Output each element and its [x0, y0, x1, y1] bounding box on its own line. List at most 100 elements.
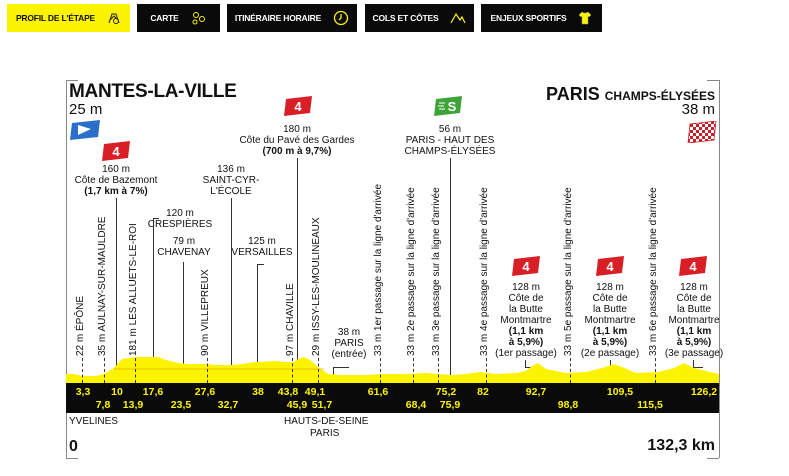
- finish-city-name: PARIS: [546, 84, 600, 104]
- km-marker: 32,7: [217, 399, 239, 411]
- tab-carte[interactable]: CARTE: [137, 4, 220, 32]
- category-4-badge-icon: 4: [512, 256, 540, 276]
- dashed-marker: [655, 358, 656, 383]
- climb-name: Côte de: [676, 293, 712, 304]
- climb-name: la Butte: [593, 304, 627, 315]
- svg-text:4: 4: [112, 144, 120, 159]
- altitude: 38 m: [337, 327, 361, 338]
- clock-icon: [333, 10, 349, 26]
- marker-line: [693, 360, 694, 368]
- tab-itineraire-horaire[interactable]: ITINÉRAIRE HORAIRE: [227, 4, 357, 32]
- sprint-label: 56 m PARIS - HAUT DES CHAMPS-ÉLYSÉES: [405, 124, 496, 157]
- svg-text:4: 4: [294, 99, 302, 114]
- place-name: SAINT-CYR-: [202, 175, 260, 186]
- frame-left: [66, 80, 67, 458]
- finish-city: PARIS CHAMPS-ÉLYSÉES: [546, 84, 715, 106]
- frame-right-bottom-tick: [707, 458, 719, 459]
- climb-name: Côte de: [592, 293, 628, 304]
- climb-label-montmartre-3: 128 m Côte de la Butte Montmartre (1,1 k…: [665, 282, 723, 359]
- altitude: 56 m: [438, 124, 462, 135]
- climb-name: Montmartre: [668, 315, 720, 326]
- tab-profil[interactable]: PROFIL DE L'ÉTAPE: [7, 4, 130, 32]
- km-marker: 3,3: [75, 386, 91, 398]
- km-marker: 92,7: [525, 386, 547, 398]
- dashed-marker: [82, 358, 83, 383]
- tab-label: PROFIL DE L'ÉTAPE: [15, 13, 96, 23]
- dashed-marker: [104, 358, 105, 383]
- place-name: PARIS: [334, 338, 364, 349]
- km-marker: 98,8: [557, 399, 579, 411]
- place-name: CHAVENAY: [157, 247, 211, 258]
- finish-checkered-flag-icon: [687, 121, 717, 143]
- climb-detail: à 5,9%): [676, 337, 712, 348]
- place-label-versailles: 125 m VERSAILLES: [231, 236, 292, 258]
- region-label-yvelines: YVELINES: [69, 416, 118, 427]
- tab-label: ITINÉRAIRE HORAIRE: [234, 13, 322, 23]
- marker-line: [610, 360, 611, 368]
- category-4-badge-icon: 4: [284, 96, 312, 116]
- svg-text:S: S: [448, 99, 457, 114]
- km-marker: 68,4: [405, 399, 427, 411]
- passage-note: (1er passage): [495, 348, 557, 359]
- climb-name: Montmartre: [584, 315, 636, 326]
- km-marker: 49,1: [304, 386, 326, 398]
- category-4-badge-icon: 4: [102, 141, 130, 161]
- climb-detail: (700 m à 9,7%): [262, 146, 332, 157]
- map-circles-icon: [192, 12, 205, 25]
- sprint-badge-icon: S: [434, 96, 462, 116]
- km-marker: 23,5: [170, 399, 192, 411]
- tab-cols-et-cotes[interactable]: COLS ET CÔTES: [365, 4, 474, 32]
- marker-line: [231, 198, 232, 383]
- place-name: L'ÉCOLE: [210, 186, 252, 197]
- climb-detail: (1,1 km: [508, 326, 544, 337]
- profile-cyclist-icon: [108, 13, 120, 24]
- marker-line: [525, 360, 526, 368]
- dashed-marker: [380, 358, 381, 383]
- place-label-paris-entree: 38 m PARIS (entrée): [331, 327, 366, 360]
- dashed-marker: [570, 358, 571, 383]
- region-label-paris: PARIS: [310, 428, 340, 439]
- marker-line: [183, 262, 184, 383]
- climb-label-pave-des-gardes: 180 m Côte du Pavé des Gardes (700 m à 9…: [239, 124, 354, 157]
- km-marker: 17,6: [142, 386, 164, 398]
- km-marker: 75,9: [439, 399, 461, 411]
- climb-detail: (1,1 km: [676, 326, 712, 337]
- km-marker: 38: [252, 386, 264, 398]
- marker-line: [153, 218, 154, 383]
- marker-line: [116, 198, 117, 383]
- km-marker: 7,8: [95, 399, 111, 411]
- climb-name: Montmartre: [500, 315, 552, 326]
- marker-line: [297, 158, 298, 383]
- dashed-marker: [413, 358, 414, 383]
- climb-detail: (1,1 km: [592, 326, 628, 337]
- marker-line: [257, 264, 264, 265]
- tab-label: ENJEUX SPORTIFS: [490, 13, 567, 23]
- mountain-icon: [450, 12, 466, 24]
- climb-detail: à 5,9%): [592, 337, 628, 348]
- km-marker: 75,2: [435, 386, 457, 398]
- passage-note: (3e passage): [664, 348, 724, 359]
- climb-label-bazemont: 160 m Côte de Bazemont (1,7 km à 7%): [75, 164, 158, 197]
- km-marker: 109,5: [606, 386, 634, 398]
- altitude: 180 m: [283, 124, 311, 135]
- tab-enjeux-sportifs[interactable]: ENJEUX SPORTIFS: [481, 4, 602, 32]
- climb-label-montmartre-1: 128 m Côte de la Butte Montmartre (1,1 k…: [495, 282, 557, 359]
- tab-label: CARTE: [150, 13, 179, 23]
- place-name: CRESPIÈRES: [147, 219, 213, 230]
- dashed-marker: [135, 358, 136, 383]
- climb-label-montmartre-2: 128 m Côte de la Butte Montmartre (1,1 k…: [581, 282, 639, 359]
- place-label-chavenay: 79 m CHAVENAY: [157, 236, 211, 258]
- place-label-crespieres: 120 m CRESPIÈRES: [148, 208, 212, 230]
- marker-line: [450, 158, 451, 383]
- marker-line: [153, 218, 159, 219]
- sprint-name: CHAMPS-ÉLYSÉES: [404, 146, 496, 157]
- distance-total: 132,3 km: [647, 437, 715, 454]
- km-marker: 27,6: [194, 386, 216, 398]
- svg-text:4: 4: [606, 259, 614, 274]
- km-marker: 61,6: [367, 386, 389, 398]
- altitude: 136 m: [217, 164, 245, 175]
- climb-name: Côte du Pavé des Gardes: [239, 135, 355, 146]
- altitude: 79 m: [172, 236, 196, 247]
- altitude: 128 m: [512, 282, 540, 293]
- finish-altitude: 38 m: [681, 101, 715, 118]
